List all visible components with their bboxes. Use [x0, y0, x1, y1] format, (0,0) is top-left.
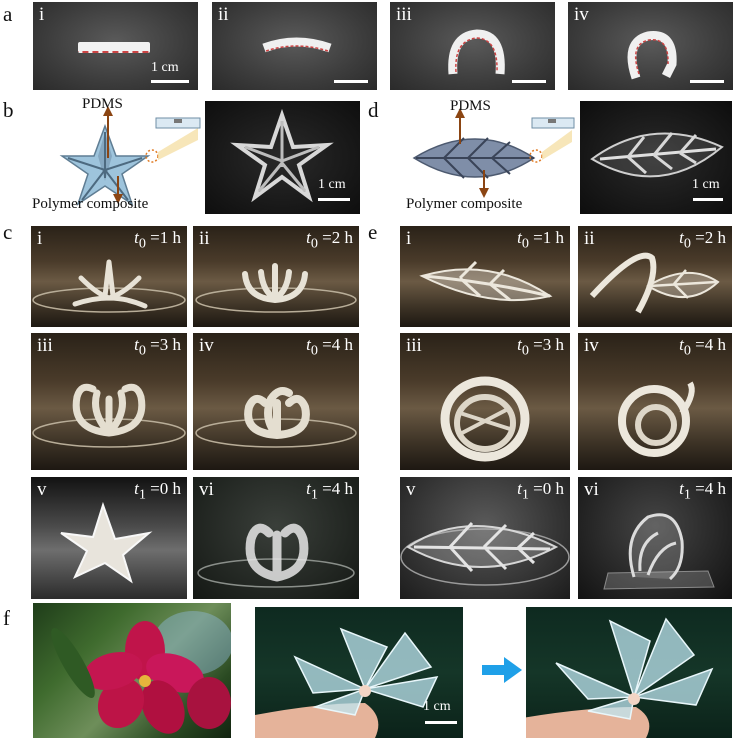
leaf-sample	[419, 260, 553, 302]
straight-strip	[78, 42, 150, 53]
scale-bar	[318, 198, 350, 201]
frangipani-photo	[33, 603, 231, 738]
time-label: t1 =4 h	[306, 479, 353, 503]
panel-c-photo-v: v t1 =0 h	[31, 477, 187, 599]
ring-strip	[627, 31, 677, 80]
flower-sample-photo-1: 1 cm	[255, 607, 463, 738]
panel-label-f: f	[3, 606, 10, 630]
star-sample	[32, 383, 186, 448]
subpanel-label: v	[37, 479, 47, 500]
panel-e-photo-v: v t1 =0 h	[400, 477, 570, 599]
time-label: t1 =0 h	[134, 479, 181, 503]
subpanel-label: vi	[584, 479, 599, 500]
subpanel-label: vi	[199, 479, 214, 500]
panel-e-photo-iii: iii t0 =3 h	[400, 333, 570, 470]
panel-c-photo-i: i t0 =1 h	[31, 226, 187, 327]
subpanel-label: iv	[199, 335, 214, 356]
subpanel-label: v	[406, 479, 416, 500]
panel-a-photo-ii: ii	[212, 2, 377, 90]
panel-label-c: c	[3, 220, 13, 244]
star-sample	[195, 263, 357, 313]
panel-a-photo-iv: iv	[568, 2, 733, 90]
subpanel-label: iv	[584, 335, 599, 356]
star-sample	[60, 501, 153, 584]
transition-arrow-icon	[482, 657, 522, 683]
leaf-sample	[618, 381, 695, 457]
subpanel-label: iii	[37, 335, 53, 356]
scale-bar	[151, 80, 189, 83]
subpanel-label: iii	[406, 335, 422, 356]
leaf-sample	[603, 513, 715, 590]
pdms-label-d: PDMS	[450, 98, 491, 114]
leaf-sample	[589, 252, 720, 314]
time-label: t1 =0 h	[517, 479, 564, 503]
scale-bar-label: 1 cm	[151, 60, 179, 75]
pdms-label-b: PDMS	[82, 96, 123, 112]
time-label: t0 =3 h	[134, 335, 181, 359]
subpanel-label: i	[39, 4, 45, 25]
time-label: t0 =1 h	[134, 228, 181, 252]
leaf-schematic	[412, 108, 575, 198]
star-sample	[195, 387, 357, 448]
star-photo: 1 cm	[205, 101, 360, 214]
subpanel-label: iv	[574, 4, 589, 25]
subpanel-label: i	[37, 228, 43, 249]
panel-label-a: a	[3, 2, 13, 26]
scale-bar	[425, 721, 457, 724]
arched-strip	[448, 29, 505, 75]
subpanel-label: ii	[584, 228, 595, 249]
flower-sample-photo-2	[526, 607, 732, 738]
panel-e-photo-i: i t0 =1 h	[400, 226, 570, 327]
star-sample	[32, 259, 186, 313]
panel-c-photo-vi: vi t1 =4 h	[193, 477, 359, 599]
time-label: t0 =3 h	[517, 335, 564, 359]
scale-bar	[693, 198, 723, 201]
panel-label-b: b	[3, 98, 14, 122]
scale-bar-label: 1 cm	[423, 699, 451, 714]
panel-e-photo-ii: ii t0 =2 h	[578, 226, 732, 327]
composite-label-d: Polymer composite	[406, 196, 523, 212]
panel-label-e: e	[368, 220, 378, 244]
scale-bar	[690, 80, 724, 83]
time-label: t0 =1 h	[517, 228, 564, 252]
scale-bar	[334, 80, 368, 83]
scale-bar	[512, 80, 546, 83]
panel-e-photo-vi: vi t1 =4 h	[578, 477, 732, 599]
panel-a-photo-i: i 1 cm	[33, 2, 198, 90]
flower-sample	[526, 617, 714, 738]
subpanel-label: ii	[199, 228, 210, 249]
panel-c-photo-ii: ii t0 =2 h	[193, 226, 359, 327]
star-sample	[197, 523, 355, 588]
time-label: t0 =4 h	[306, 335, 353, 359]
time-label: t0 =2 h	[679, 228, 726, 252]
scale-bar-label: 1 cm	[318, 177, 346, 192]
subpanel-label: ii	[218, 4, 229, 25]
subpanel-label: i	[406, 228, 412, 249]
curved-strip	[262, 37, 332, 53]
panel-e-photo-iv: iv t0 =4 h	[578, 333, 732, 470]
star-sample	[230, 108, 334, 203]
panel-a-photo-iii: iii	[390, 2, 555, 90]
flower-sample	[255, 627, 439, 738]
panel-label-d: d	[368, 98, 379, 122]
composite-label-b: Polymer composite	[32, 196, 149, 212]
leaf-sample	[400, 521, 570, 586]
leaf-sample	[440, 376, 530, 462]
subpanel-label: iii	[396, 4, 412, 25]
star-schematic	[59, 106, 201, 206]
panel-c-photo-iii: iii t0 =3 h	[31, 333, 187, 470]
time-label: t1 =4 h	[679, 479, 726, 503]
scale-bar-label: 1 cm	[692, 177, 720, 192]
panel-c-photo-iv: iv t0 =4 h	[193, 333, 359, 470]
time-label: t0 =2 h	[306, 228, 353, 252]
leaf-sample	[590, 132, 724, 178]
red-flower	[51, 611, 231, 734]
leaf-photo: 1 cm	[580, 101, 732, 214]
time-label: t0 =4 h	[679, 335, 726, 359]
